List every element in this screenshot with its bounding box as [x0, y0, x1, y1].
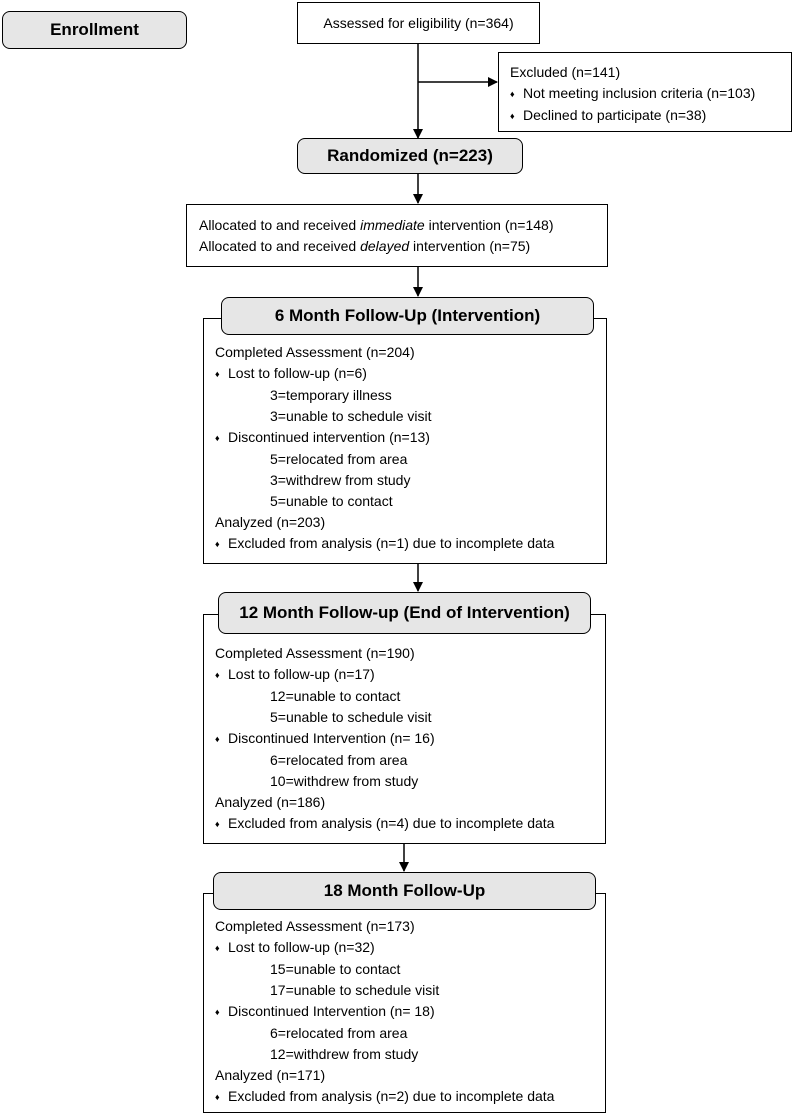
- lost-to-followup: ♦Lost to follow-up (n=32): [215, 939, 375, 955]
- completed-assessment: Completed Assessment (n=204): [215, 344, 415, 360]
- lost-to-followup: ♦Lost to follow-up (n=6): [215, 365, 367, 381]
- completed-assessment: Completed Assessment (n=190): [215, 645, 415, 661]
- discontinued-reason: 6=relocated from area: [270, 752, 408, 768]
- allocation-box: Allocated to and received immediate inte…: [186, 204, 608, 267]
- allocation-immediate: Allocated to and received immediate inte…: [199, 217, 554, 233]
- discontinued-intervention: ♦Discontinued Intervention (n= 16): [215, 730, 435, 746]
- followup12-box: Completed Assessment (n=190) ♦Lost to fo…: [203, 614, 606, 844]
- discontinued-reason: 5=relocated from area: [270, 451, 408, 467]
- assessed-text: Assessed for eligibility (n=364): [323, 14, 514, 31]
- completed-assessment: Completed Assessment (n=173): [215, 918, 415, 934]
- lost-reason: 17=unable to schedule visit: [270, 982, 440, 998]
- randomized-label: Randomized (n=223): [297, 138, 523, 174]
- excluded-title: Excluded (n=141): [510, 64, 621, 80]
- excluded-item: ♦Declined to participate (n=38): [510, 107, 707, 123]
- discontinued-reason: 12=withdrew from study: [270, 1046, 419, 1062]
- enrollment-label: Enrollment: [2, 11, 187, 49]
- excluded-from-analysis: ♦Excluded from analysis (n=4) due to inc…: [215, 815, 555, 831]
- lost-reason: 3=unable to schedule visit: [270, 408, 432, 424]
- followup18-header: 18 Month Follow-Up: [213, 872, 596, 910]
- discontinued-reason: 10=withdrew from study: [270, 773, 419, 789]
- excluded-box: Excluded (n=141) ♦Not meeting inclusion …: [498, 52, 792, 132]
- allocation-delayed: Allocated to and received delayed interv…: [199, 238, 531, 254]
- discontinued-reason: 6=relocated from area: [270, 1025, 408, 1041]
- discontinued-intervention: ♦Discontinued intervention (n=13): [215, 429, 430, 445]
- discontinued-reason: 3=withdrew from study: [270, 472, 411, 488]
- lost-reason: 3=temporary illness: [270, 387, 392, 403]
- analyzed-count: Analyzed (n=203): [215, 514, 326, 530]
- excluded-from-analysis: ♦Excluded from analysis (n=2) due to inc…: [215, 1088, 555, 1104]
- followup12-header: 12 Month Follow-up (End of Intervention): [218, 592, 591, 634]
- lost-reason: 12=unable to contact: [270, 688, 401, 704]
- lost-to-followup: ♦Lost to follow-up (n=17): [215, 666, 375, 682]
- followup18-box: Completed Assessment (n=173) ♦Lost to fo…: [203, 893, 606, 1113]
- discontinued-intervention: ♦Discontinued Intervention (n= 18): [215, 1003, 435, 1019]
- lost-reason: 5=unable to schedule visit: [270, 709, 432, 725]
- analyzed-count: Analyzed (n=186): [215, 794, 326, 810]
- lost-reason: 15=unable to contact: [270, 961, 401, 977]
- analyzed-count: Analyzed (n=171): [215, 1067, 326, 1083]
- followup6-box: Completed Assessment (n=204) ♦Lost to fo…: [203, 318, 607, 564]
- followup6-header: 6 Month Follow-Up (Intervention): [221, 297, 594, 335]
- excluded-item: ♦Not meeting inclusion criteria (n=103): [510, 85, 756, 101]
- excluded-from-analysis: ♦Excluded from analysis (n=1) due to inc…: [215, 535, 555, 551]
- discontinued-reason: 5=unable to contact: [270, 493, 393, 509]
- assessed-box: Assessed for eligibility (n=364): [297, 2, 540, 44]
